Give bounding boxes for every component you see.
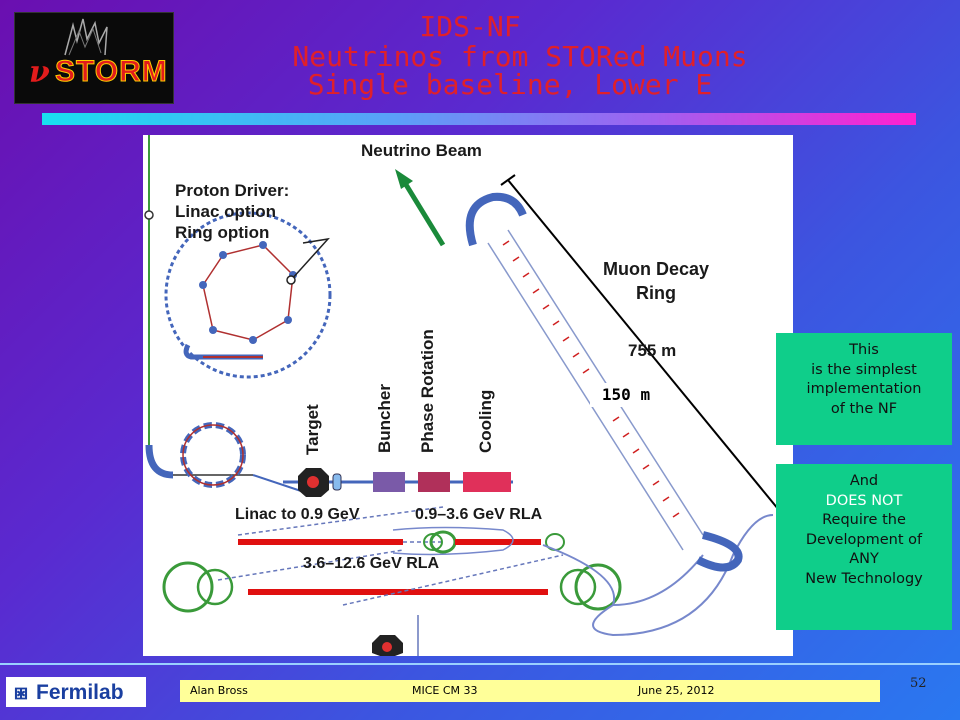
callout1-line1: This	[849, 342, 879, 358]
label-rla-1: 0.9–3.6 GeV RLA	[415, 506, 543, 523]
label-150m: 150 m	[590, 383, 662, 407]
footer-bar: Alan Bross MICE CM 33 June 25, 2012	[180, 680, 880, 702]
title-divider	[42, 113, 916, 125]
footer-meeting: MICE CM 33	[412, 684, 478, 697]
fermilab-mark-icon: ⧆	[14, 679, 28, 704]
label-755m: 755 m	[628, 341, 677, 360]
nustorm-layout-diagram: Neutrino Beam Proton Driver: Linac optio…	[143, 135, 793, 656]
label-proton-driver-title: Proton Driver:	[175, 181, 290, 200]
label-linac-gev: Linac to 0.9 GeV	[235, 506, 360, 523]
label-linac-option: Linac option	[175, 202, 277, 221]
dimension-755	[507, 179, 784, 516]
neutrino-beam-arrow	[402, 181, 446, 247]
label-ring-option: Ring option	[175, 223, 270, 242]
decay-ring-magnets	[502, 240, 680, 518]
decay-ring-top-arc	[465, 192, 527, 247]
callout-simplest: This is the simplest implementation of t…	[776, 333, 952, 445]
buncher-block	[373, 472, 405, 492]
title-line-3: Single baseline, Lower E	[307, 68, 713, 101]
footer-author: Alan Bross	[190, 684, 248, 697]
callout2-line5: ANY	[849, 551, 879, 567]
page-number: 52	[910, 676, 927, 691]
callout2-line1: And	[849, 473, 879, 489]
callout2-line6: New Technology	[805, 570, 923, 587]
logo-nu: ν	[29, 55, 50, 90]
diagram-graphics	[144, 135, 784, 656]
callout2-line4: Development of	[805, 531, 923, 548]
callout2-line2: DOES NOT	[825, 492, 903, 509]
linac-node	[144, 210, 154, 220]
fermilab-logo: ⧆ Fermilab	[6, 677, 146, 707]
callout2-line3: Require the	[822, 512, 906, 528]
decay-ring-bottom-arc	[696, 531, 743, 572]
label-muon-decay-ring: Muon Decay Ring	[603, 257, 709, 305]
callout1-line2: is the simplest	[811, 361, 917, 378]
title-line-1: IDS-NF	[419, 10, 521, 43]
logo-splash-icon	[64, 18, 108, 56]
cooling-block	[463, 472, 511, 492]
fermilab-text: Fermilab	[36, 681, 124, 704]
label-proton-driver: Proton Driver: Linac option Ring option	[175, 180, 289, 243]
label-cooling: Cooling	[476, 389, 495, 453]
label-muon-decay-2: Ring	[636, 283, 677, 303]
label-target: Target	[303, 404, 322, 455]
nustorm-logo: ν STORM	[14, 12, 174, 104]
label-rla-2: 3.6–12.6 GeV RLA	[303, 555, 440, 572]
logo-text: STORM	[55, 55, 168, 89]
callout-no-new-tech: And DOES NOT Require the Development of …	[776, 464, 952, 630]
footer-date: June 25, 2012	[638, 684, 715, 697]
proton-ring	[164, 211, 332, 379]
callout1-line4: of the NF	[830, 400, 898, 417]
label-muon-decay-1: Muon Decay	[603, 259, 710, 279]
callout1-line3: implementation	[806, 381, 922, 397]
footer-divider	[0, 663, 960, 665]
inner-ring	[202, 244, 294, 341]
label-phase-rotation: Phase Rotation	[418, 329, 437, 453]
label-neutrino-beam: Neutrino Beam	[361, 141, 482, 160]
phase-rotation-block	[418, 472, 450, 492]
transfer-bend	[145, 444, 174, 479]
title-line-2: Neutrinos from STORed Muons	[292, 40, 748, 73]
label-buncher: Buncher	[375, 384, 394, 453]
